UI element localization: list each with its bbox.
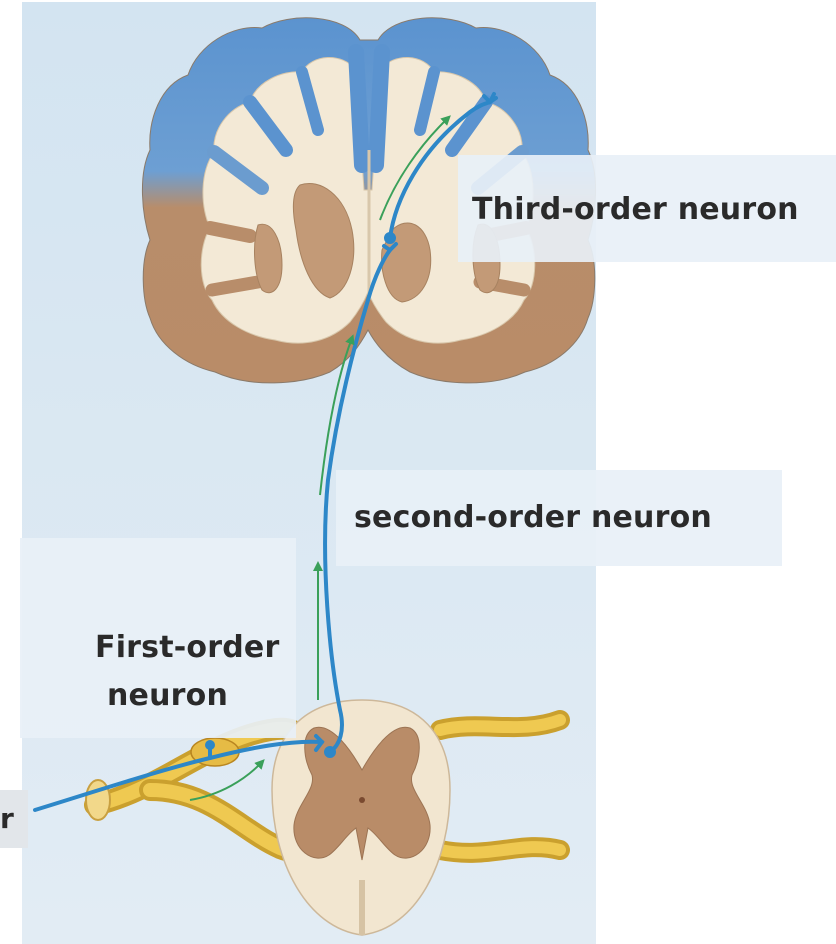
basal-nuclei-left: [292, 183, 355, 299]
central-canal: [359, 797, 365, 803]
label-box-receptor: [0, 790, 28, 848]
first-order-neuron-axon: [33, 739, 324, 812]
third-order-neuron-label: Third-order neuron: [472, 192, 799, 227]
receptor-label-fragment: r: [0, 802, 15, 835]
thalamus-right: [381, 222, 432, 303]
neuron-pathway: [33, 100, 492, 812]
label-box-first-order: [20, 538, 296, 738]
third-order-neuron-axon: [388, 100, 492, 240]
insula-left: [254, 223, 283, 294]
second-order-neuron-label: second-order neuron: [354, 500, 712, 535]
second-order-neuron-axon: [323, 248, 392, 754]
impulse-direction-arrows: [189, 115, 451, 801]
label-box-third-order: [458, 155, 836, 262]
label-box-second-order: [336, 470, 782, 566]
first-order-cell-body: [205, 740, 215, 750]
cortical-sulci: [203, 44, 533, 297]
spinal-cord-section: [84, 699, 570, 936]
synapse-terminals: [314, 92, 498, 758]
first-order-neuron-label-line2: neuron: [107, 678, 229, 713]
spinal-cord-gray-matter: [293, 726, 431, 861]
first-order-neuron-label-line1: First-order: [95, 630, 280, 665]
